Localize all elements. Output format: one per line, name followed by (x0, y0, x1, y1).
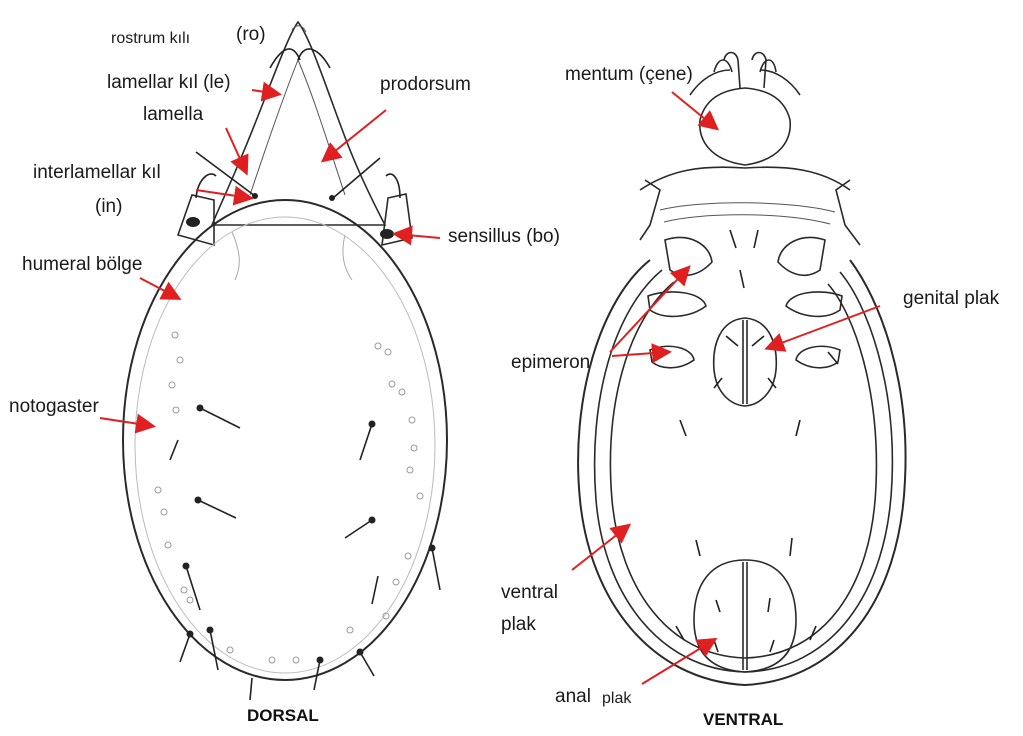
label-interlamellar-kil: interlamellar kıl (33, 162, 161, 184)
label-anal-plak: plak (602, 688, 631, 710)
genital-plate (714, 318, 777, 406)
epimeron-plates (648, 230, 842, 368)
label-anal: anal (555, 686, 591, 708)
label-humeral-bolge: humeral bölge (22, 254, 142, 276)
label-lamellar-kil: lamellar kıl (le) (107, 72, 231, 94)
ventral-body-outline (578, 260, 905, 685)
anal-plate (694, 560, 796, 672)
label-epimeron: epimeron (511, 352, 590, 374)
label-in: (in) (95, 196, 122, 218)
label-genital-plak: genital plak (903, 288, 999, 310)
label-prodorsum: prodorsum (380, 74, 471, 96)
caption-ventral: VENTRAL (703, 710, 783, 730)
annotation-arrows (100, 90, 880, 684)
porose-areas (155, 332, 423, 663)
label-sensillus: sensillus (bo) (448, 226, 560, 248)
label-ventral-plak: plak (501, 614, 536, 636)
label-mentum: mentum (çene) (565, 64, 693, 86)
ventral-view (578, 53, 905, 686)
label-ro: (ro) (236, 24, 266, 46)
prodorsum-outline (212, 22, 385, 225)
label-notogaster: notogaster (9, 396, 99, 418)
label-lamella: lamella (143, 104, 203, 126)
label-rostrum-kili: rostrum kılı (111, 28, 190, 50)
notogaster-setae (170, 405, 440, 701)
caption-dorsal: DORSAL (247, 706, 319, 726)
label-ventral: ventral (501, 582, 558, 604)
notogaster-outline (123, 200, 447, 680)
